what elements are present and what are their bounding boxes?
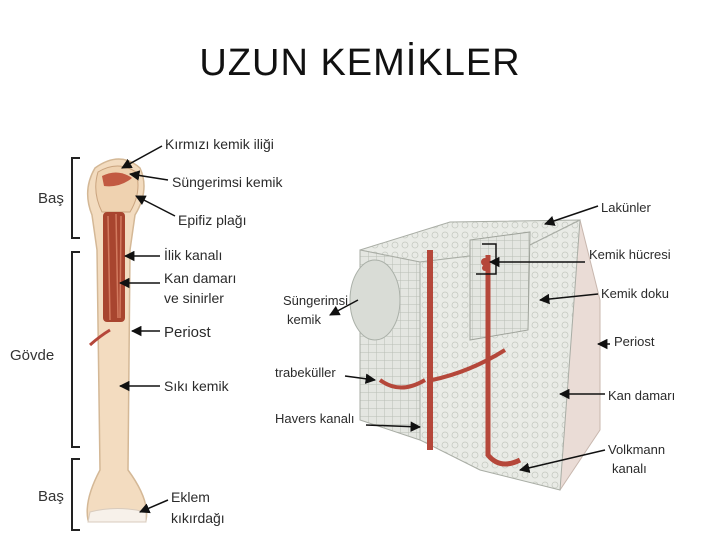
- label-epiphyseal-plate: Epifiz plağı: [178, 212, 246, 229]
- label-trabeculae: trabeküller: [275, 364, 336, 381]
- bone-cell-marker: [481, 258, 489, 266]
- bracket-head-top: [72, 158, 80, 238]
- osteon-column: [470, 232, 530, 340]
- label-marrow-canal: İlik kanalı: [164, 247, 222, 264]
- label-cartilage-line1: Eklem: [171, 489, 210, 506]
- label-bone-cell: Kemik hücresi: [589, 246, 671, 263]
- region-label-body: Gövde: [10, 347, 54, 364]
- region-label-head-top: Baş: [38, 190, 64, 207]
- label-periosteum-right: Periost: [614, 333, 654, 350]
- label-spongy-bone: Süngerimsi kemik: [172, 174, 282, 191]
- label-vessels-line1: Kan damarı: [164, 270, 236, 287]
- bottom-cartilage: [88, 509, 146, 523]
- label-blood-vessel: Kan damarı: [608, 387, 675, 404]
- label-periosteum-left: Periost: [164, 324, 211, 341]
- marrow-cavity: [103, 212, 125, 322]
- region-brackets: [72, 158, 80, 530]
- label-red-marrow: Kırmızı kemik iliği: [165, 136, 274, 153]
- label-volkmann-line2: kanalı: [612, 460, 647, 477]
- bracket-head-bottom: [72, 459, 80, 530]
- label-spongy-line1: Süngerimsi: [283, 292, 348, 309]
- label-volkmann-line1: Volkmann: [608, 441, 665, 458]
- region-label-head-bottom: Baş: [38, 488, 64, 505]
- long-bone: [87, 159, 146, 522]
- label-cartilage-line2: kıkırdağı: [171, 510, 225, 527]
- label-havers-canal: Havers kanalı: [275, 410, 354, 427]
- label-spongy-line2: kemik: [287, 311, 321, 328]
- label-compact-bone: Sıkı kemik: [164, 378, 229, 395]
- label-vessels-line2: ve sinirler: [164, 290, 224, 307]
- label-lacunae: Lakünler: [601, 199, 651, 216]
- bone-cross-section: [350, 220, 600, 490]
- bracket-body: [72, 252, 80, 447]
- label-bone-tissue: Kemik doku: [601, 285, 669, 302]
